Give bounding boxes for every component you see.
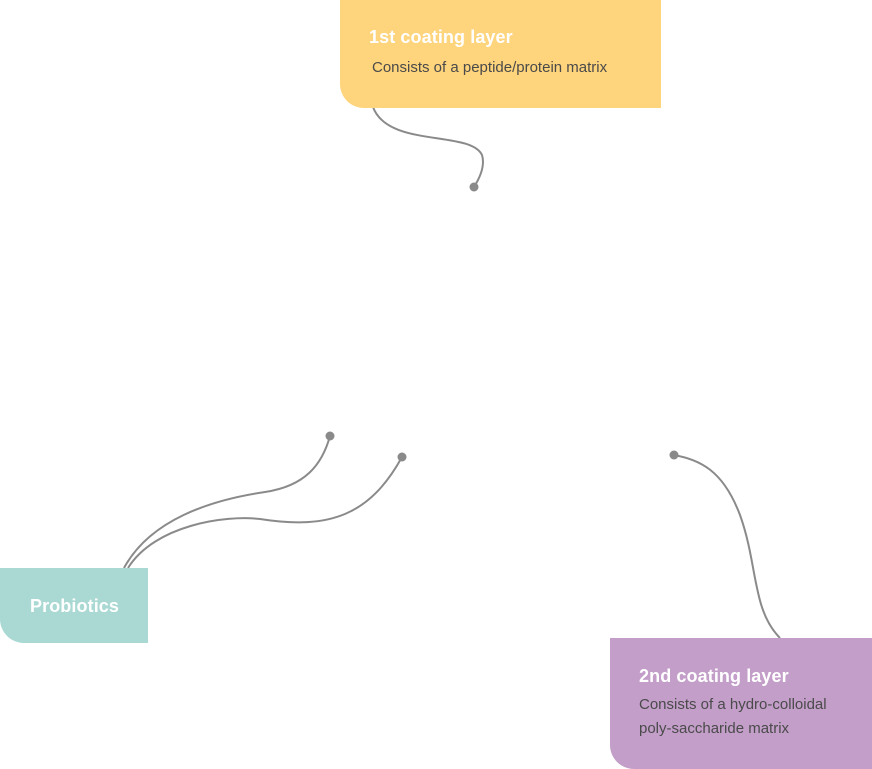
callout-2nd-coating-layer: 2nd coating layer Consists of a hydro-co… (610, 638, 872, 769)
callout-description: Consists of a peptide/protein matrix (372, 59, 608, 76)
callout-title: Probiotics (30, 596, 120, 616)
connector-line-probiotics-a (123, 435, 331, 569)
callout-title: 1st coating layer (369, 27, 513, 47)
callout-probiotics: Probiotics (0, 568, 148, 643)
connector-line-coating1 (372, 106, 484, 188)
callout-description-line: Consists of a hydro-colloidal (639, 696, 827, 713)
anchor-dot-probiotics-a (325, 431, 335, 441)
callout-1st-coating-layer: 1st coating layer Consists of a peptide/… (340, 0, 661, 108)
connector-line-coating2 (673, 454, 781, 639)
callout-title: 2nd coating layer (639, 666, 789, 686)
anchor-dot-coating2 (669, 450, 679, 460)
anchor-dot-coating1 (469, 182, 479, 192)
connector-line-probiotics-b (127, 456, 403, 569)
callout-description: Consists of a hydro-colloidal poly-sacch… (639, 693, 872, 741)
anchor-dot-probiotics-b (397, 452, 407, 462)
callout-description-line: poly-saccharide matrix (639, 720, 790, 737)
